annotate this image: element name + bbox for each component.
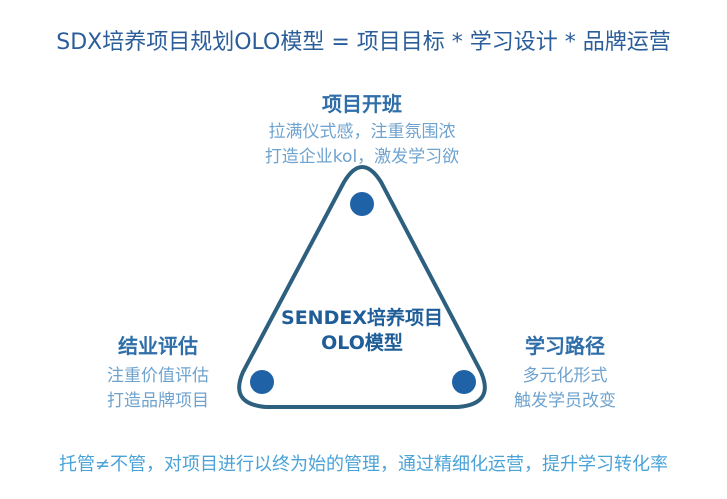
center-line: OLO模型	[321, 332, 403, 354]
rounded-triangle	[237, 165, 487, 409]
left-node-line: 打造品牌项目	[107, 391, 209, 411]
top-node-desc: 拉满仪式感，注重氛围浓 打造企业kol，激发学习欲	[212, 120, 512, 170]
top-dot	[350, 192, 374, 216]
center-label: SENDEX培养项目 OLO模型	[262, 306, 462, 356]
page-title: SDX培养项目规划OLO模型 = 项目目标 * 学习设计 * 品牌运营	[56, 30, 671, 55]
right-node-line: 触发学员改变	[514, 391, 616, 411]
right-node-heading: 学习路径	[525, 334, 605, 358]
right-node-line: 多元化形式	[522, 366, 608, 386]
top-node-line: 打造企业kol，激发学习欲	[264, 147, 460, 167]
top-node-line: 拉满仪式感，注重氛围浓	[268, 122, 456, 142]
left-node-heading: 结业评估	[118, 334, 198, 358]
left-node-line: 注重价值评估	[107, 366, 209, 386]
right-dot	[452, 370, 476, 394]
left-dot	[250, 370, 274, 394]
right-node-desc: 多元化形式 触发学员改变	[485, 364, 645, 414]
top-node-heading: 项目开班	[322, 92, 402, 116]
center-line: SENDEX培养项目	[281, 307, 443, 329]
left-node-desc: 注重价值评估 打造品牌项目	[78, 364, 238, 414]
footer-note: 托管≠不管，对项目进行以终为始的管理，通过精细化运营，提升学习转化率	[58, 454, 669, 475]
